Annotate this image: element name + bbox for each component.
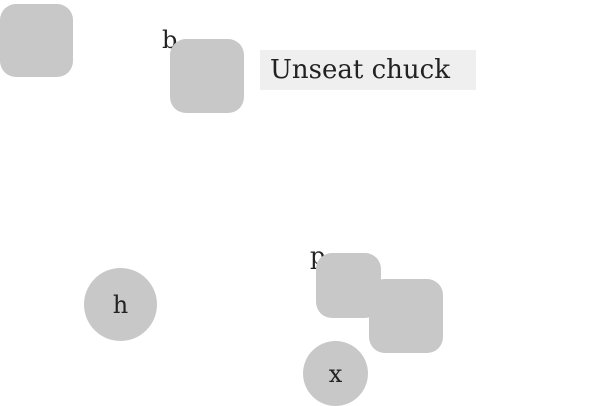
- tile-unlabeled[interactable]: [369, 279, 443, 353]
- tile-b[interactable]: [170, 39, 244, 113]
- corner-tile[interactable]: [0, 4, 73, 77]
- unseat-chuck-button[interactable]: Unseat chuck: [260, 50, 476, 90]
- corner-tile-label: r: [0, 0, 3, 12]
- circle-h-label: h: [112, 290, 129, 319]
- circle-x[interactable]: x: [303, 341, 368, 406]
- circle-h[interactable]: h: [84, 268, 157, 341]
- circle-x-label: x: [328, 359, 343, 388]
